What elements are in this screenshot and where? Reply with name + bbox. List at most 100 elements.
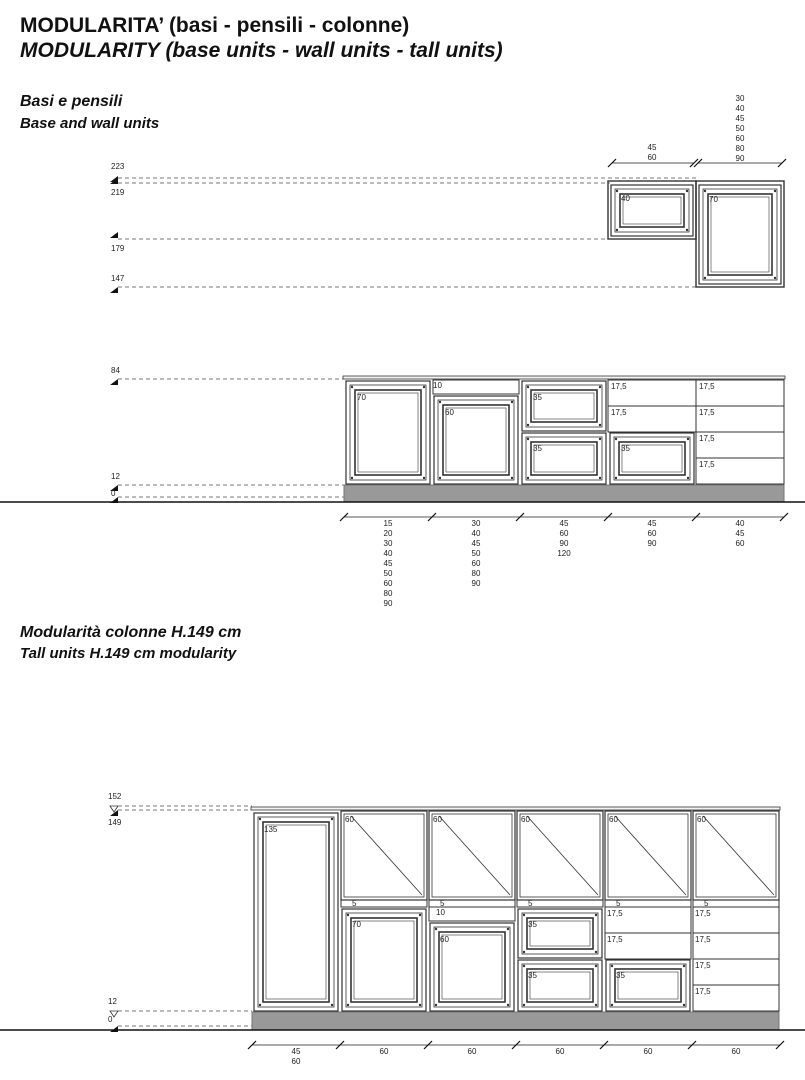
width-option: 60: [732, 1047, 741, 1056]
tall-drawer-35-pin: [682, 1003, 686, 1007]
tall-door-60-pin: [434, 927, 438, 931]
level-marker: [109, 1010, 119, 1018]
tall-door-135-pin: [258, 1003, 262, 1007]
dimension-tick: [779, 512, 789, 522]
width-option: 45: [736, 114, 745, 123]
front-height-label: 10: [436, 908, 445, 917]
width-option: 45: [560, 519, 569, 528]
tall-drawer-35: [605, 959, 691, 1012]
base-drawer-35-frame: [525, 384, 603, 428]
base-drawer-35-inner: [533, 444, 595, 473]
wall-unit-40-front-frame: [614, 188, 690, 233]
width-option: 30: [736, 94, 745, 103]
tall-glass-door-60-frame: [607, 813, 689, 898]
tall-drawer-35-pin: [682, 964, 686, 968]
width-option: 30: [472, 519, 481, 528]
dimension-tick: [339, 512, 349, 522]
front-height-label: 35: [528, 971, 537, 980]
tall-glass-door-60-diagonal: [702, 815, 775, 896]
front-height-label: 35: [533, 444, 542, 453]
level-label: 12: [108, 997, 117, 1006]
front-height-label: 17,5: [607, 935, 623, 944]
tall-drawer-35-inner: [529, 920, 591, 947]
tall-door-60-panel: [438, 931, 506, 1003]
front-height-label: 70: [352, 920, 361, 929]
base-door-60-frame: [437, 399, 515, 481]
base-door-70-pin: [350, 476, 354, 480]
base-drawer-35-pin: [598, 476, 602, 480]
base-drawer-35-frame: [613, 436, 691, 481]
front-height-label: 60: [521, 815, 530, 824]
width-option: 50: [472, 549, 481, 558]
tall-door-70-pin: [418, 1003, 422, 1007]
front-height-label: 5: [440, 899, 445, 908]
level-label: 0: [111, 489, 116, 498]
wall-unit-40-front-pin: [615, 228, 619, 232]
dimension-tick: [691, 512, 701, 522]
front-height-label: 17,5: [611, 382, 627, 391]
width-option: 60: [380, 1047, 389, 1056]
width-option: 120: [557, 549, 571, 558]
level-marker: [110, 232, 118, 238]
level-marker: [110, 379, 118, 385]
base-drawer-35-pin: [526, 423, 530, 427]
front-height-label: 60: [440, 935, 449, 944]
dimension-tick: [693, 158, 703, 168]
page-title-en: MODULARITY (base units - wall units - ta…: [20, 39, 503, 62]
width-option: 60: [736, 134, 745, 143]
wall-unit-70: [695, 180, 785, 288]
front-height-label: 10: [433, 381, 442, 390]
plinth: [343, 484, 785, 503]
base-door-60-pin: [510, 400, 514, 404]
wall-unit-40-front-pin: [685, 228, 689, 232]
base-door-60: [433, 395, 519, 485]
width-option: 60: [736, 539, 745, 548]
wall-unit-70-front-pin: [773, 276, 777, 280]
tall-door-60-pin: [434, 1003, 438, 1007]
base-drawer-35-frame: [525, 436, 603, 481]
wall-unit-40-front-pin: [615, 189, 619, 193]
tall-drawer-35-panel: [614, 968, 682, 1003]
level-marker: [109, 805, 119, 813]
tall-drawer-35-pin: [594, 964, 598, 968]
tall-door-135-inner: [265, 824, 327, 1000]
front-height-label: 5: [704, 899, 709, 908]
level-marker: [110, 1026, 118, 1032]
width-option: 60: [648, 153, 657, 162]
base-drawer-35-pin: [526, 385, 530, 389]
tall-drawer-35-pin: [594, 950, 598, 954]
wall-unit-40-front-inner: [622, 196, 682, 225]
tall-drawer-35-panel: [526, 968, 594, 1003]
tall-drawer-35-pin: [522, 950, 526, 954]
tall-drawer-35-pin: [594, 1003, 598, 1007]
tall-door-70-pin: [346, 913, 350, 917]
base-drawer-35-panel: [530, 389, 598, 423]
tall-door-135-pin: [258, 817, 262, 821]
page-title: MODULARITA’ (basi - pensili - colonne): [20, 14, 410, 37]
width-option: 60: [292, 1057, 301, 1066]
base-door-60-pin: [438, 400, 442, 404]
base-drawer-35-pin: [614, 437, 618, 441]
front-height-label: 17,5: [699, 408, 715, 417]
width-option: 60: [384, 579, 393, 588]
dimension-tick: [335, 1040, 345, 1050]
width-option: 90: [384, 599, 393, 608]
width-option: 80: [736, 144, 745, 153]
level-marker: [110, 810, 118, 816]
dimension-tick: [607, 158, 617, 168]
base-door-70-frame: [349, 384, 427, 481]
base-drawer-35-pin: [686, 476, 690, 480]
tall-drawer-35-frame: [609, 963, 687, 1008]
tall-door-60-pin: [506, 1003, 510, 1007]
dimension-tick: [423, 1040, 433, 1050]
level-marker: [110, 176, 118, 182]
wall-unit-70-front-pin: [773, 189, 777, 193]
wall-unit-40: [607, 180, 697, 240]
section-tall-title: Modularità colonne H.149 cm: [20, 624, 242, 641]
base-drawer-35-pin: [598, 385, 602, 389]
base-drawer-35-pin: [614, 476, 618, 480]
tall-drawer-35-frame: [521, 912, 599, 955]
wall-unit-70-front: [698, 184, 782, 285]
countertop: [342, 375, 786, 380]
